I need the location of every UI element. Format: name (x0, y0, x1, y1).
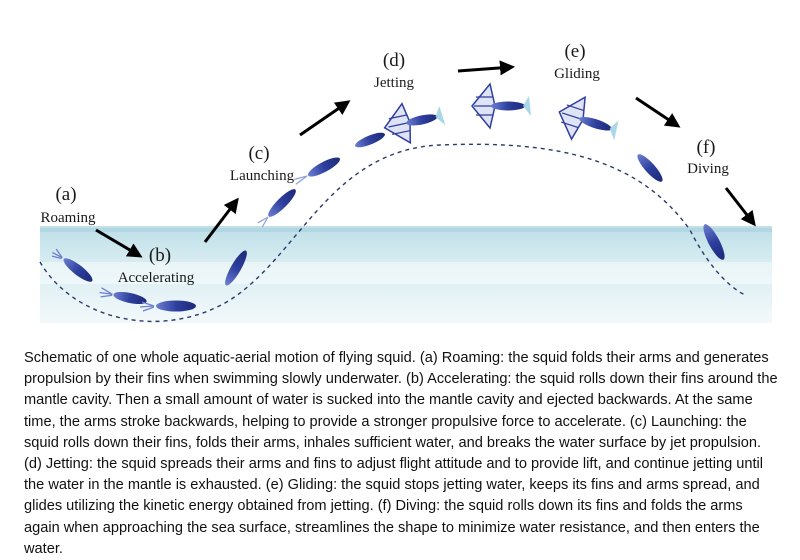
stage-name-c: Launching (230, 168, 295, 184)
stage-letter-c: (c) (248, 143, 269, 164)
squid-jetting-1 (383, 102, 446, 145)
squid-launching-4 (355, 132, 385, 148)
arrow-f-to-water (724, 187, 756, 227)
figure-caption: Schematic of one whole aquatic-aerial mo… (24, 350, 778, 557)
stage-letter-a: (a) (55, 184, 76, 205)
squid-accelerating-2 (139, 300, 196, 312)
arrow-d-to-e (457, 60, 515, 76)
stage-name-d: Jetting (374, 75, 414, 91)
squid-jetting-2 (471, 82, 531, 130)
squid-diving-1 (637, 154, 663, 182)
squid-launching-2 (257, 189, 296, 228)
squid-motion-schematic: (a) Roaming (b) Accelerating (c) Launchi… (39, 41, 772, 323)
stage-letter-f: (f) (697, 137, 716, 158)
arrow-c-to-d (299, 100, 351, 137)
squid-launching-1 (225, 250, 247, 286)
arrow-e-to-f (635, 96, 681, 128)
squid-accelerating-1 (99, 287, 147, 305)
water-highlight (40, 262, 772, 284)
squid-launching-3 (294, 157, 341, 185)
squid-diving-2 (694, 212, 725, 260)
stage-name-f: Diving (687, 161, 729, 177)
trajectory-path (39, 143, 746, 323)
stage-letter-e: (e) (564, 41, 585, 62)
stage-letter-b: (b) (149, 245, 171, 266)
stage-letter-d: (d) (383, 50, 405, 71)
stage-name-a: Roaming (41, 210, 96, 226)
squid-gliding (558, 95, 619, 141)
stage-name-e: Gliding (554, 66, 600, 82)
stage-name-b: Accelerating (118, 270, 195, 286)
water-surface (40, 226, 772, 232)
squid-roaming (51, 248, 93, 282)
arrow-a-to-b (95, 228, 143, 258)
arrow-b-to-c (203, 197, 239, 243)
